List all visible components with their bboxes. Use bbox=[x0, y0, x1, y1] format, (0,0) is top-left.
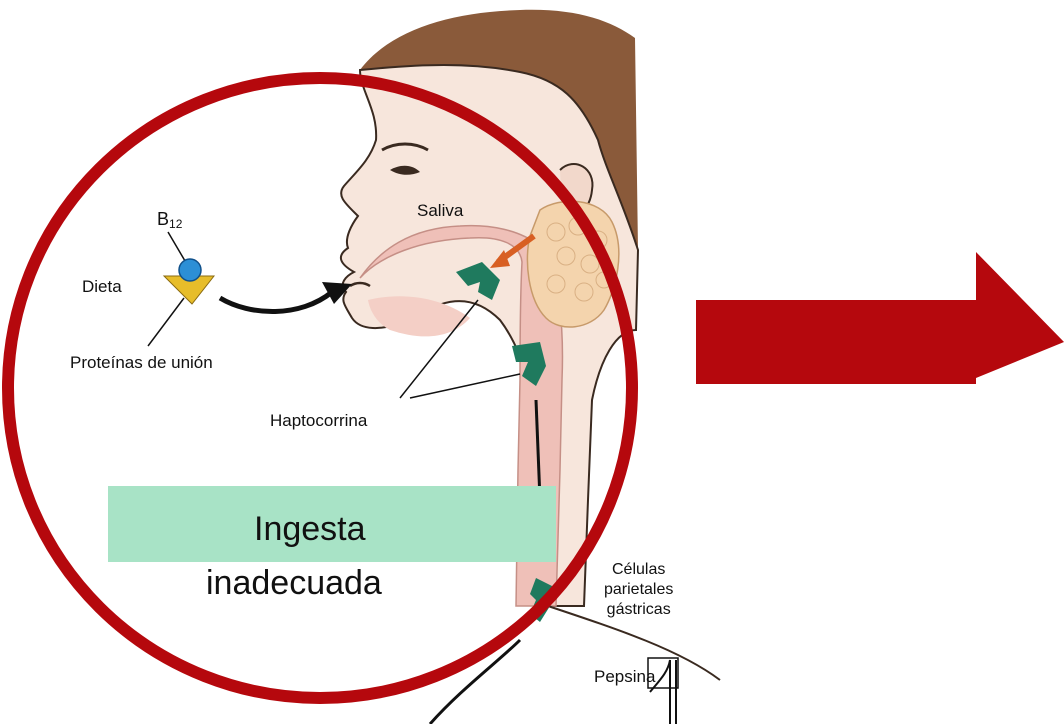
diet-label: Dieta bbox=[82, 278, 122, 295]
b12-molecule-icon bbox=[179, 259, 201, 281]
callout-line-2: inadecuada bbox=[206, 566, 382, 600]
right-arrow-icon bbox=[696, 252, 1064, 384]
binding-proteins-label: Proteínas de unión bbox=[70, 354, 213, 371]
b12-label: B12 bbox=[157, 210, 182, 230]
saliva-label: Saliva bbox=[417, 202, 463, 219]
intake-arrow-icon bbox=[220, 292, 332, 312]
haptocorrin-label: Haptocorrina bbox=[270, 412, 367, 429]
gastric-cells-label: Células parietales gástricas bbox=[604, 560, 673, 620]
callout-line-1: Ingesta bbox=[254, 512, 366, 546]
protein-pointer bbox=[148, 298, 184, 346]
haptocorrin-pointer bbox=[410, 374, 520, 398]
pepsin-label: Pepsina bbox=[594, 668, 655, 685]
gastric-cells-line: parietales bbox=[604, 580, 673, 600]
gastric-cells-line: Células bbox=[604, 560, 673, 580]
gastric-cells-line: gástricas bbox=[604, 600, 673, 620]
